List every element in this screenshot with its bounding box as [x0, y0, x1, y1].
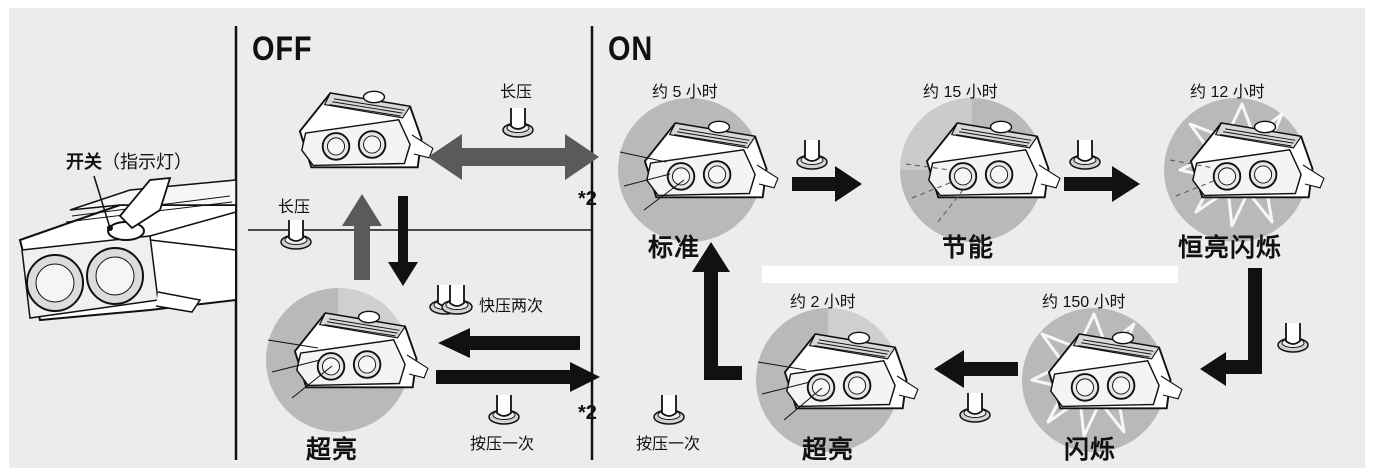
mode-name-flash: 闪烁	[1064, 436, 1117, 464]
finger-press-icon	[653, 394, 685, 425]
mode-circle-flash	[1022, 308, 1183, 452]
super-to-off-arrow	[388, 196, 418, 286]
switch-indicator-note: （指示灯）	[102, 152, 192, 172]
runtime-super-bright: 约 2 小时	[790, 294, 856, 311]
mode-name-eco: 节能	[942, 234, 995, 262]
finger-press-icon	[280, 219, 312, 250]
mode-name-steady-flash: 恒亮闪烁	[1178, 234, 1283, 262]
mode-circle-eco	[900, 98, 1061, 242]
finger-press-icon	[796, 139, 828, 170]
double-press-return-arrow	[438, 328, 580, 358]
finger-press-icon	[502, 107, 534, 138]
steady-to-flash-arrow	[1200, 268, 1262, 386]
mode-circle-standard	[618, 98, 779, 242]
finger-press-icon	[1069, 139, 1101, 170]
footnote-marker: *2	[578, 188, 597, 210]
main-device-illustration	[18, 175, 237, 322]
long-press-label: 长压	[500, 84, 533, 101]
finger-press-icon	[959, 392, 991, 423]
runtime-steady-flash: 约 12 小时	[1190, 84, 1265, 101]
finger-press-icon	[488, 394, 520, 425]
runtime-standard: 约 5 小时	[652, 84, 718, 101]
super-bright-circle	[266, 288, 429, 432]
super-to-standard-arrow	[692, 242, 742, 380]
mode-name-super-bright: 超亮	[802, 436, 855, 464]
on-row-divider	[762, 266, 1178, 283]
mode-name-standard: 标准	[648, 234, 701, 262]
off-header: OFF	[252, 30, 313, 68]
finger-press-icon	[1277, 322, 1309, 353]
runtime-flash: 约 150 小时	[1042, 294, 1126, 311]
footnote-marker: *2	[578, 402, 597, 424]
mode-circle-steady-flash	[1164, 98, 1325, 242]
off-mode-name-super-bright: 超亮	[306, 436, 359, 464]
on-header: ON	[608, 30, 654, 68]
mode-circle-super-bright	[756, 308, 919, 452]
runtime-eco: 约 15 小时	[923, 84, 998, 101]
single-press-label: 按压一次	[470, 436, 535, 453]
off-to-super-arrow	[342, 194, 382, 280]
off-on-long-press-arrow	[428, 134, 599, 180]
long-press-label-2: 长压	[278, 199, 311, 216]
eco-to-steady-arrow	[1064, 166, 1140, 202]
flash-to-super-arrow	[934, 350, 1018, 388]
light-unit-icon	[298, 90, 434, 169]
double-press-label: 快压两次	[479, 298, 544, 315]
standard-to-eco-arrow	[792, 166, 862, 202]
single-press-label-2: 按压一次	[636, 436, 701, 453]
switch-label: 开关（指示灯）	[66, 148, 192, 174]
single-press-forward-arrow	[436, 362, 600, 392]
switch-name: 开关	[66, 152, 102, 172]
